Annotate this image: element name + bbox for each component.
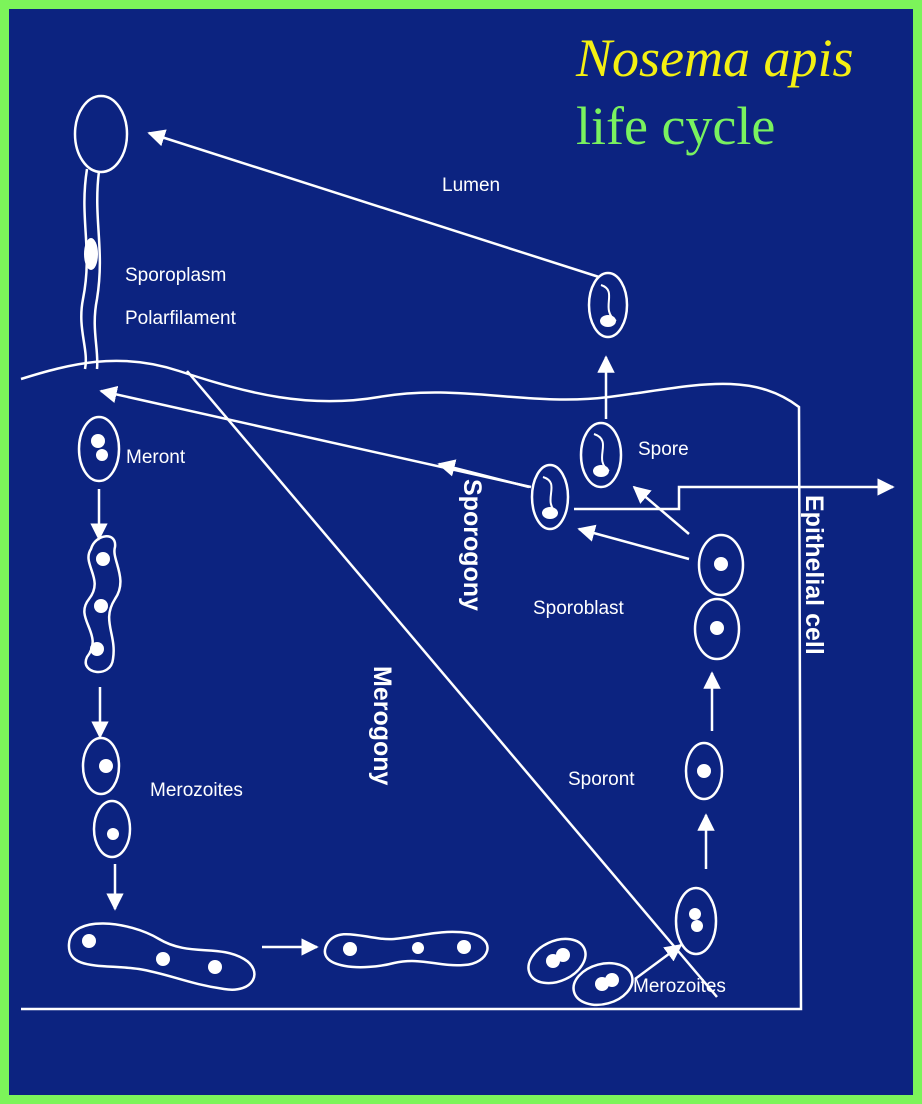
arrow-sporoblast-to-sporogony	[579, 529, 689, 559]
polar-filament-2	[95, 171, 100, 369]
label-meront: Meront	[126, 447, 186, 468]
meront-icon	[79, 417, 119, 481]
label-merozoites-right: Merozoites	[633, 976, 726, 997]
merogony-divider-line	[187, 371, 717, 997]
label-sporoblast: Sporoblast	[533, 598, 625, 619]
polar-filament	[81, 169, 87, 369]
label-lumen: Lumen	[442, 175, 500, 196]
label-merogony: Merogony	[368, 666, 396, 786]
germinated-spore-shell	[75, 96, 127, 172]
label-sporont: Sporont	[568, 769, 635, 790]
label-sporogony: Sporogony	[458, 479, 486, 611]
label-polarfilament: Polarfilament	[125, 308, 237, 329]
title-subtitle: life cycle	[576, 95, 775, 157]
arrow-sporogony-to-meront	[101, 391, 531, 487]
arrow-to-lumen	[149, 133, 599, 277]
label-epithelial-cell: Epithelial cell	[800, 495, 828, 655]
title-species: Nosema apis	[576, 27, 854, 89]
spore-icon	[581, 423, 621, 487]
arrow-exit-cell	[574, 487, 893, 509]
label-sporoplasm: Sporoplasm	[125, 265, 226, 286]
sporoplasm-body	[84, 238, 98, 270]
label-spore: Spore	[638, 439, 689, 460]
life-cycle-diagram: Lumen Sporoplasm Polarfilament Meront Sp…	[9, 9, 922, 1104]
arrow-sporoblast-to-spore	[634, 487, 689, 534]
label-merozoites-left: Merozoites	[150, 780, 243, 801]
arrow-merozoites-to-precursor	[635, 945, 681, 979]
